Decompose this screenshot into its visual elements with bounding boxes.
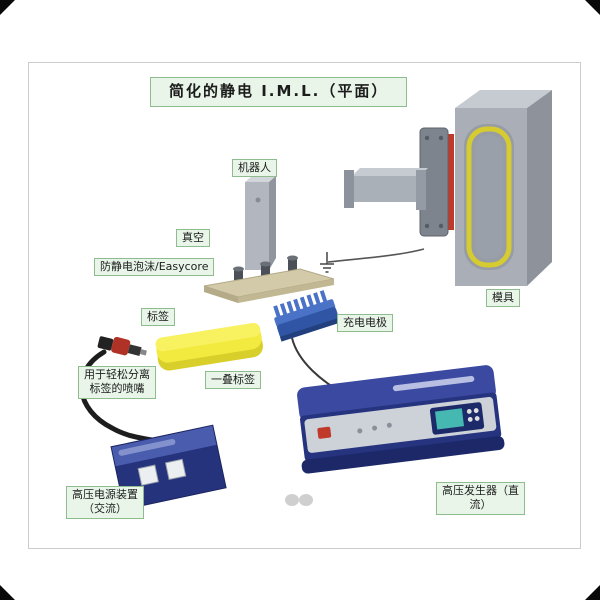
label-psu-line1: 高压电源装置 <box>72 488 138 501</box>
label-vacuum: 真空 <box>176 229 210 248</box>
label-generator-line1: 高压发生器（直 <box>442 484 519 497</box>
mold-graphic <box>455 90 552 286</box>
crop-mark-top-left <box>0 0 15 15</box>
label-generator-line2: 流） <box>469 498 492 512</box>
crop-mark-bottom-left <box>0 585 15 600</box>
diagram-title: 简化的静电 I.M.L.（平面） <box>150 77 408 107</box>
label-stack-graphic <box>155 322 263 371</box>
generator-brand-mark <box>392 375 475 392</box>
mold-platen-graphic <box>419 127 454 237</box>
label-antistatic-foam: 防静电泡沫/Easycore <box>94 258 215 277</box>
generator-display-screen <box>435 408 465 430</box>
label-label-stack: 一叠标签 <box>205 371 261 390</box>
electrode-graphic <box>273 290 341 342</box>
page-dots <box>285 494 313 506</box>
label-nozzle-line1: 用于轻松分离 <box>84 368 150 381</box>
crop-mark-top-right <box>585 0 600 15</box>
label-robot: 机器人 <box>232 159 277 178</box>
generator-power-switch <box>317 426 332 439</box>
robot-arm-graphic <box>245 176 276 270</box>
ground-symbol <box>320 252 334 273</box>
label-nozzle-line2: 标签的喷嘴 <box>89 382 145 396</box>
label-psu-ac: 高压电源装置 （交流） <box>66 486 144 519</box>
generator-graphic <box>297 365 505 474</box>
mold-arm-graphic <box>344 168 428 210</box>
label-mold: 模具 <box>486 289 520 308</box>
crop-mark-bottom-right <box>585 585 600 600</box>
label-generator-dc: 高压发生器（直 流） <box>436 482 525 515</box>
label-charging-electrode: 充电电极 <box>337 314 393 333</box>
nozzle-graphic <box>97 336 147 356</box>
plate-to-mold-wire <box>327 248 425 263</box>
vacuum-plate-graphic <box>203 255 335 303</box>
label-nozzle: 用于轻松分离 标签的喷嘴 <box>78 366 156 399</box>
label-label: 标签 <box>141 308 175 327</box>
label-psu-line2: （交流） <box>83 502 127 516</box>
